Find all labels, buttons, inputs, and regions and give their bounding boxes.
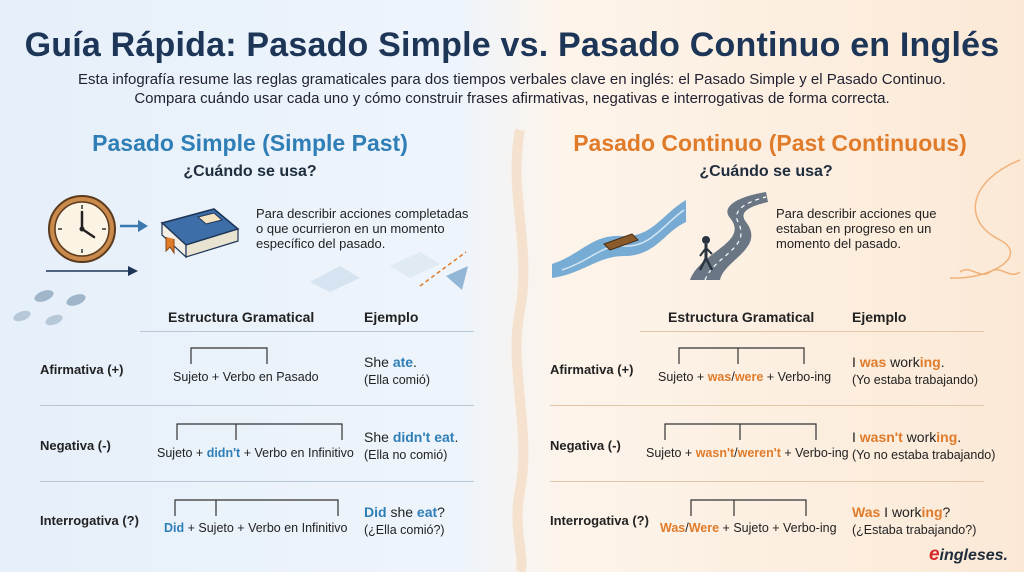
simple-past-description: Para describir acciones completadas o qu… [256,206,469,251]
past-continuous-negative-example: I wasn't working. [852,429,962,445]
past-continuous-interrogative-label: Interrogativa (?) [550,513,649,528]
divider [140,331,474,332]
past-continuous-affirmative-formula: Sujeto + was/were + Verbo-ing [658,370,832,384]
page-title: Guía Rápida: Pasado Simple vs. Pasado Co… [24,26,1000,64]
simple-past-interrogative-label: Interrogativa (?) [40,513,139,528]
formula-bracket [664,423,817,440]
clock-icon [48,195,116,263]
divider [640,331,984,332]
past-continuous-negative-label: Negativa (-) [550,438,621,453]
past-continuous-when-label: ¿Cuándo se usa? [699,163,833,180]
decorative-path-icon [310,251,468,292]
simple-past-interrogative-translation: (¿Ella comió?) [364,523,445,537]
divider [40,405,474,406]
past-continuous-negative-formula: Sujeto + wasn't/weren't + Verbo-ing [646,446,849,460]
road-walker-icon [690,192,768,281]
simple-past-negative-translation: (Ella no comió) [364,448,448,462]
eingleses-logo: eingleses. [928,544,1008,565]
subtitle-line-2: Compara cuándo usar cada uno y cómo cons… [134,90,890,107]
past-continuous-interrogative-translation: (¿Estaba trabajando?) [852,523,977,537]
wavy-divider [511,129,529,572]
simple-past-negative-formula: Sujeto + didn't + Verbo en Infinitivo [157,446,354,460]
simple-past-structure-header: Estructura Gramatical [168,309,315,325]
simple-past-example-header: Ejemplo [364,309,419,325]
timeline-arrow-icon [46,266,138,276]
simple-past-affirmative-example: She ate. [364,354,417,370]
formula-bracket [176,423,343,440]
past-continuous-description: Para describir acciones que estaban en p… [776,206,937,251]
decorative-swirl-icon [949,159,1021,279]
formula-bracket [690,499,807,516]
divider [40,481,474,482]
simple-past-title: Pasado Simple (Simple Past) [92,130,408,156]
formula-bracket [174,499,339,516]
past-continuous-structure-header: Estructura Gramatical [668,309,815,325]
formula-bracket [190,347,268,364]
subtitle-line-1: Esta infografía resume las reglas gramat… [78,71,946,88]
simple-past-negative-example: She didn't eat. [364,429,459,445]
simple-past-affirmative-label: Afirmativa (+) [40,362,124,377]
page-subtitle: Esta infografía resume las reglas gramat… [40,70,984,108]
divider [550,481,984,482]
past-continuous-affirmative-translation: (Yo estaba trabajando) [852,373,979,387]
arrow-right-icon [120,220,148,232]
simple-past-negative-label: Negativa (-) [40,438,111,453]
simple-past-affirmative-formula: Sujeto + Verbo en Pasado [173,370,319,384]
past-continuous-affirmative-label: Afirmativa (+) [550,362,634,377]
past-continuous-affirmative-example: I was working. [852,354,945,370]
past-continuous-interrogative-formula: Was/Were + Sujeto + Verbo-ing [660,521,837,535]
river-boat-icon [552,200,686,278]
simple-past-interrogative-formula: Did + Sujeto + Verbo en Infinitivo [164,521,348,535]
simple-past-interrogative-example: Did she eat? [364,504,445,520]
formula-bracket [678,347,805,364]
divider [550,405,984,406]
past-continuous-interrogative-example: Was I working? [852,504,951,520]
past-continuous-negative-translation: (Yo no estaba trabajando) [852,448,996,462]
simple-past-when-label: ¿Cuándo se usa? [183,163,317,180]
simple-past-affirmative-translation: (Ella comió) [364,373,430,387]
past-continuous-example-header: Ejemplo [852,309,907,325]
book-icon [160,208,240,259]
past-continuous-title: Pasado Continuo (Past Continuous) [573,130,967,156]
footprints-icon [13,290,86,326]
